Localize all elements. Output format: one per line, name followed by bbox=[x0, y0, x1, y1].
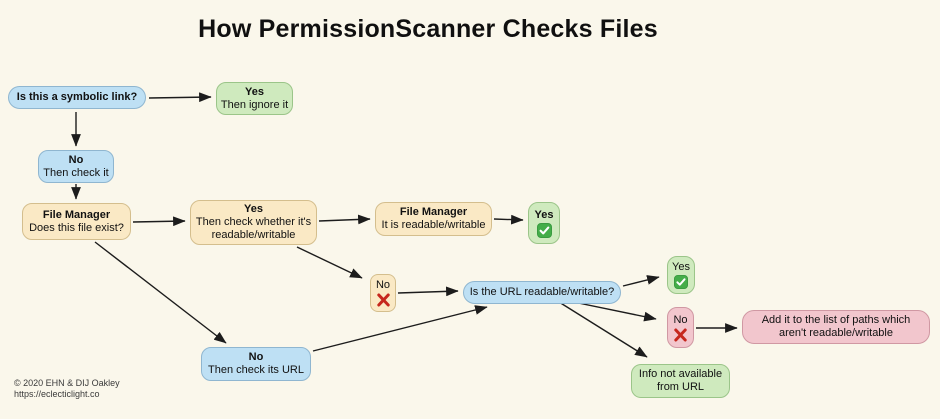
node-no-check-it: No Then check it bbox=[38, 150, 114, 183]
node-text: from URL bbox=[656, 381, 705, 393]
node-title: No bbox=[248, 351, 264, 363]
node-yes-url: Yes bbox=[667, 256, 695, 294]
node-url-question: Is the URL readable/writable? bbox=[463, 281, 621, 304]
node-title: No bbox=[68, 153, 84, 166]
node-yes-rw: Yes bbox=[528, 202, 560, 244]
node-yes-check-rw: Yes Then check whether it's readable/wri… bbox=[190, 200, 317, 245]
node-subtitle: readable/writable bbox=[211, 229, 296, 241]
node-text: Is this a symbolic link? bbox=[16, 91, 138, 103]
arrow-urlq-yes bbox=[622, 275, 660, 287]
check-icon bbox=[674, 275, 688, 289]
page-title: How PermissionScanner Checks Files bbox=[198, 15, 658, 43]
check-icon bbox=[536, 222, 552, 238]
node-title: Yes bbox=[672, 261, 690, 273]
arrow-fmrw-yes bbox=[493, 214, 524, 225]
node-no-rw: No bbox=[370, 274, 396, 312]
arrow-check-to-fmrw bbox=[318, 214, 371, 225]
node-title: File Manager bbox=[399, 206, 468, 218]
copyright-line: © 2020 EHN & DIJ Oakley bbox=[14, 378, 120, 388]
node-text: aren't readable/writable bbox=[778, 327, 893, 339]
arrow-no-to-urlq bbox=[397, 286, 459, 297]
node-subtitle: Then check whether it's bbox=[195, 216, 312, 228]
copyright-url: https://eclecticlight.co bbox=[14, 388, 100, 399]
cross-icon bbox=[376, 293, 391, 307]
node-text: Add it to the list of paths which bbox=[761, 314, 911, 326]
node-title: File Manager bbox=[42, 208, 111, 221]
node-no-check-url: No Then check its URL bbox=[201, 347, 311, 381]
node-title: Yes bbox=[244, 203, 263, 215]
arrow-checkurl-to-urlq bbox=[312, 305, 488, 352]
node-subtitle: Then ignore it bbox=[220, 98, 289, 111]
arrow-symlink-yes bbox=[148, 92, 212, 103]
node-title: No bbox=[673, 313, 688, 326]
node-add-to-list: Add it to the list of paths which aren't… bbox=[742, 310, 930, 344]
node-subtitle: Then check its URL bbox=[208, 364, 304, 376]
node-no-url: No bbox=[667, 307, 694, 348]
cross-icon bbox=[673, 328, 688, 342]
arrow-fm-yes bbox=[132, 216, 186, 227]
node-subtitle: It is readable/writable bbox=[381, 219, 486, 231]
node-yes-ignore: Yes Then ignore it bbox=[216, 82, 293, 115]
arrow-fm-no-url bbox=[94, 241, 227, 344]
node-text: Is the URL readable/writable? bbox=[469, 286, 615, 298]
node-fm-exists: File Manager Does this file exist? bbox=[22, 203, 131, 240]
copyright-note: © 2020 EHN & DIJ Oakley https://eclectic… bbox=[14, 378, 120, 399]
node-title: Yes bbox=[534, 208, 554, 221]
node-info-unavailable: Info not available from URL bbox=[631, 364, 730, 398]
node-title: Yes bbox=[245, 85, 264, 98]
node-subtitle: Then check it bbox=[43, 166, 109, 179]
node-title: No bbox=[375, 279, 391, 291]
arrow-urlq-info bbox=[558, 301, 648, 358]
node-symlink-question: Is this a symbolic link? bbox=[8, 86, 146, 109]
node-subtitle: Does this file exist? bbox=[29, 221, 124, 234]
node-fm-is-rw: File Manager It is readable/writable bbox=[375, 202, 492, 236]
arrow-check-no bbox=[296, 246, 363, 279]
node-text: Info not available bbox=[638, 368, 723, 380]
